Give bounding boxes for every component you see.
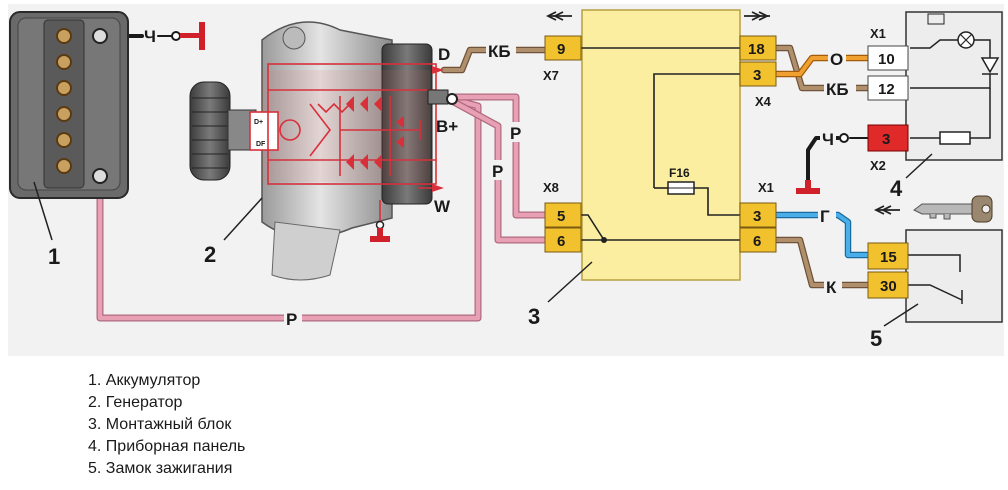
wire-label-r-bottom: Р: [286, 310, 297, 329]
connector-x7: 9: [544, 35, 582, 61]
wire-label-r-lower: Р: [492, 162, 503, 181]
connector-label-x7: X7: [543, 68, 559, 83]
battery-minus-terminal: [92, 168, 108, 184]
callout-1: 1: [48, 244, 60, 269]
wire-label-r-upper: Р: [510, 124, 521, 143]
svg-text:10: 10: [878, 51, 895, 68]
wire-label-o: О: [830, 50, 843, 69]
output-arrows: [432, 66, 444, 192]
alternator-ground-symbol: [370, 228, 390, 242]
svg-text:3: 3: [753, 208, 761, 225]
connector-label-x1-block: X1: [758, 180, 774, 195]
callout-2: 2: [204, 242, 216, 267]
wire-labels: КБ О КБ Ч Р Р Р Г К: [284, 40, 856, 329]
ground-symbol: [180, 22, 205, 50]
callouts: 1 2 3 4 5: [33, 153, 933, 351]
resistor-icon: [939, 131, 971, 145]
legend-item-1: 1. Аккумулятор: [88, 372, 201, 389]
switch-terminals: 15 30: [867, 242, 909, 299]
wire-label-kb-dash: КБ: [826, 80, 849, 99]
ignition-switch: [905, 229, 1003, 323]
wire-label-ch-battery: Ч: [144, 27, 156, 46]
wire-label-kb-top: КБ: [488, 42, 511, 61]
b-plus-stud: [427, 89, 458, 105]
connector-label-x2: X2: [870, 158, 886, 173]
alt-terminal-dplus: D+: [254, 119, 263, 126]
connector-x1-panel: 10 12: [867, 45, 909, 101]
battery-cell-caps: [56, 28, 72, 174]
connector-label-x4: X4: [755, 94, 772, 109]
wire-label-k: К: [826, 278, 837, 297]
wire-o: [771, 54, 872, 78]
svg-text:3: 3: [882, 131, 890, 148]
connector-arrows: [545, 11, 900, 215]
alt-terminal-w: W: [434, 197, 451, 216]
instrument-panel: [905, 11, 1003, 161]
connector-label-x1-panel: X1: [870, 26, 886, 41]
connector-x4: 18 3: [739, 35, 777, 87]
fuse-label: F16: [669, 166, 690, 180]
alt-terminal-df: DF: [256, 141, 266, 148]
dash-ground-symbol: [796, 180, 820, 194]
alt-terminal-d: D: [438, 45, 450, 64]
svg-text:6: 6: [753, 233, 761, 250]
callout-5: 5: [870, 326, 882, 351]
callout-3: 3: [528, 304, 540, 329]
wire-label-ch-dash: Ч: [822, 130, 834, 149]
callout-4: 4: [890, 176, 903, 201]
svg-text:30: 30: [880, 278, 897, 295]
legend-list: 1. Аккумулятор 2. Генератор 3. Монтажный…: [88, 370, 245, 480]
rectifier-diodes: [346, 96, 404, 170]
legend-item-2: 2. Генератор: [88, 394, 183, 411]
svg-text:18: 18: [748, 41, 765, 58]
mounting-block: [572, 9, 750, 281]
svg-text:3: 3: [753, 67, 761, 84]
battery: [9, 11, 129, 199]
legend-item-5: 5. Замок зажигания: [88, 460, 233, 477]
legend-item-3: 3. Монтажный блок: [88, 416, 232, 433]
wire-label-g: Г: [820, 207, 830, 226]
svg-text:5: 5: [557, 208, 565, 225]
svg-text:12: 12: [878, 81, 895, 98]
connector-label-x8: X8: [543, 180, 559, 195]
connector-x8: 5 6: [544, 202, 582, 253]
connector-x2: 3: [867, 124, 909, 152]
svg-text:15: 15: [880, 249, 897, 266]
svg-text:9: 9: [557, 41, 565, 58]
battery-plus-terminal: [92, 28, 108, 44]
connector-x1-block: 3 6: [739, 202, 777, 253]
alternator: [189, 21, 433, 281]
legend-item-4: 4. Приборная панель: [88, 438, 246, 455]
alt-terminal-b-plus: B+: [436, 117, 458, 136]
wire-k: [771, 236, 872, 289]
key-icon: [913, 195, 993, 223]
svg-text:6: 6: [557, 233, 565, 250]
diode-icon: [980, 57, 1000, 74]
